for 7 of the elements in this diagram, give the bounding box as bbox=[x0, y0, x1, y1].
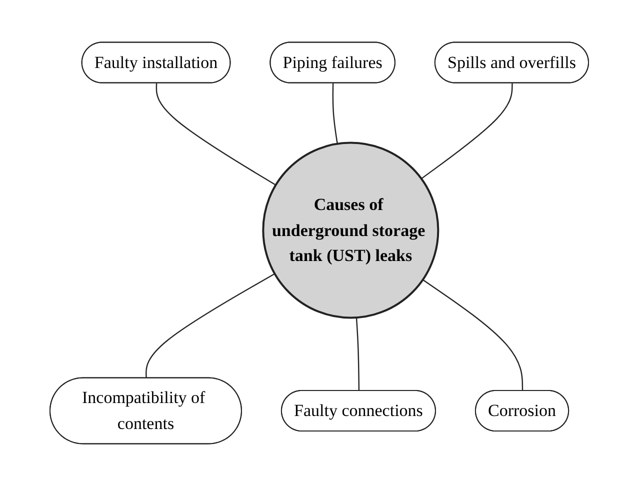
node-circle: Causes of underground storage tank (UST) leaks bbox=[262, 142, 439, 319]
connector bbox=[332, 83, 338, 144]
connector bbox=[145, 273, 275, 378]
connector bbox=[420, 83, 513, 180]
connector bbox=[356, 318, 360, 391]
connector bbox=[156, 83, 276, 186]
connector bbox=[422, 279, 523, 391]
